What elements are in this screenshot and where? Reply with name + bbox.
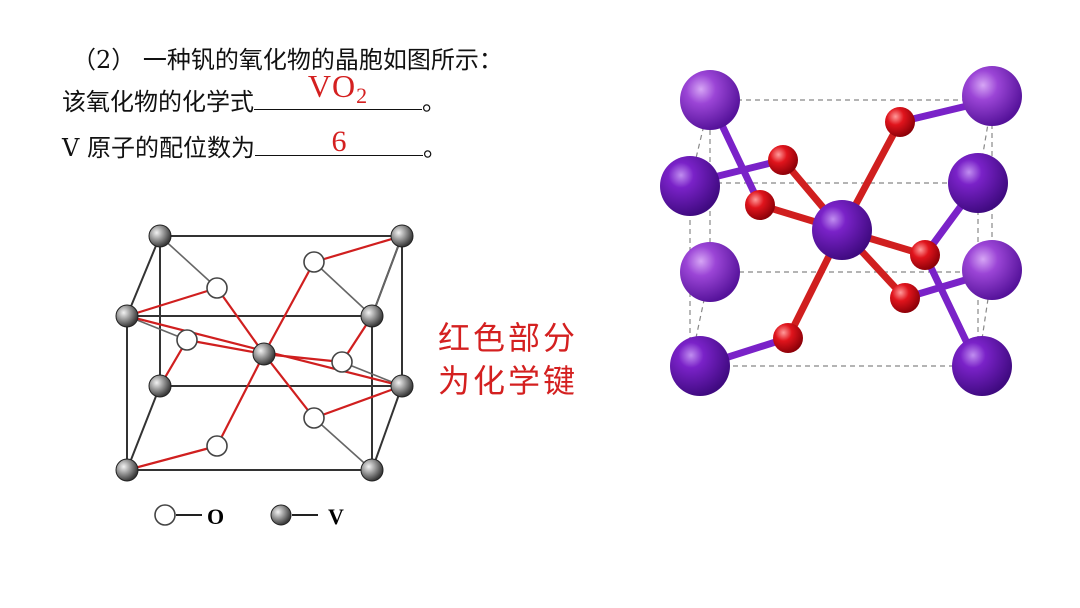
end-punct: 。 <box>422 134 447 162</box>
note-line-2: 为化学键 <box>438 362 579 400</box>
end-punct: 。 <box>422 88 446 116</box>
v-atoms <box>115 224 414 482</box>
coord-answer: 6 <box>331 125 347 158</box>
o-atoms-3d <box>745 107 940 353</box>
legend: O V <box>154 504 344 529</box>
legend-v-label: V <box>328 504 344 529</box>
red-bonds <box>126 234 403 472</box>
formula-blank: VO2 <box>254 68 422 110</box>
legend-o-label: O <box>207 504 224 529</box>
question-formula-line: 该氧化物的化学式 VO2 。 <box>62 68 446 117</box>
formula-answer: VO2 <box>307 68 369 108</box>
coord-label: V 原子的配位数为 <box>62 134 255 162</box>
legend-v-swatch <box>270 504 292 526</box>
coord-blank: 6 <box>254 125 423 158</box>
note-line-1: 红色部分 <box>438 319 579 357</box>
legend-o-swatch <box>154 504 176 526</box>
o-atoms <box>176 251 353 457</box>
question-coord-line: V 原子的配位数为 6 。 <box>62 125 447 163</box>
v-atoms-3d <box>660 66 1022 396</box>
formula-label: 该氧化物的化学式 <box>62 88 254 116</box>
question-intro: （2） 一种钒的氧化物的晶胞如图所示： <box>72 46 503 74</box>
